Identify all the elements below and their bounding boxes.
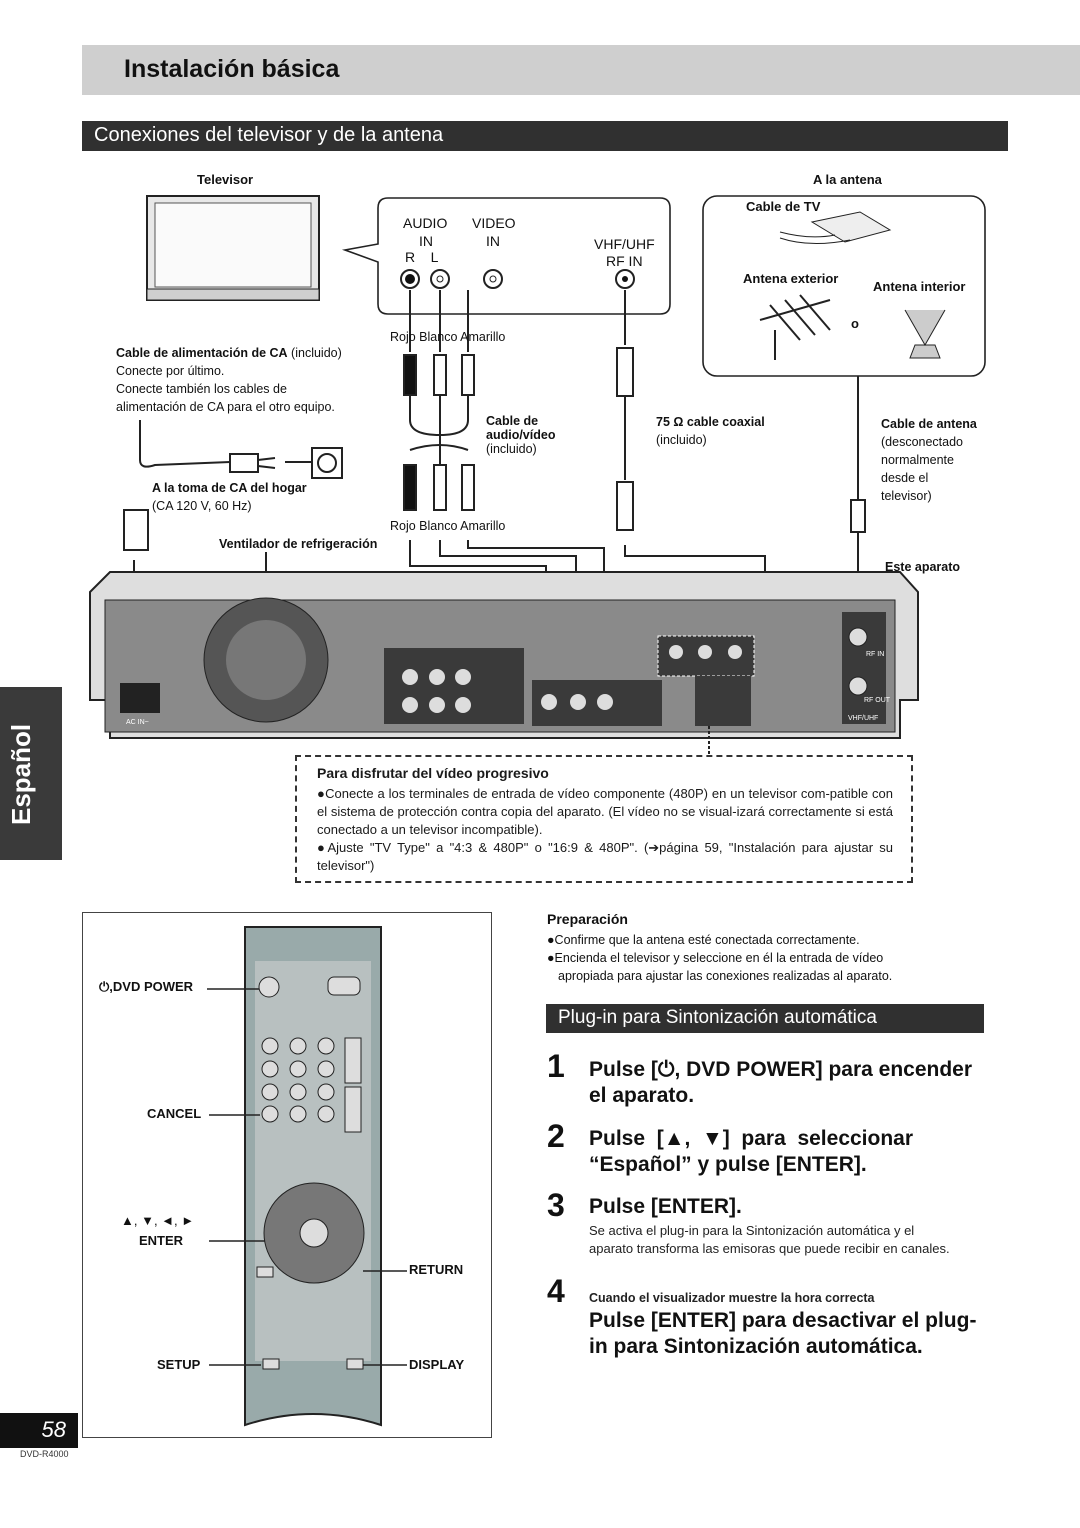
tv-cable-label: Cable de TV — [746, 199, 821, 214]
step-4-sub: Cuando el visualizador muestre la hora c… — [589, 1291, 875, 1305]
rear-rf-in-label: RF IN — [866, 651, 885, 658]
progressive-video-box: Para disfrutar del vídeo progresivo ●Con… — [295, 755, 913, 883]
coax-cable-label: 75 Ω cable coaxial — [656, 415, 765, 429]
antenna-cable-note-2: normalmente — [881, 453, 954, 467]
preparation-bullet-2-cont: apropiada para ajustar las conexiones re… — [558, 969, 893, 983]
model-number: DVD-R4000 — [20, 1449, 69, 1459]
ac-cable-note-3: alimentación de CA para el otro equipo. — [116, 400, 335, 414]
antenna-label: A la antena — [813, 172, 882, 187]
preparation-heading: Preparación — [547, 911, 628, 927]
outdoor-antenna-label: Antena exterior — [743, 271, 839, 286]
preparation-bullet-2: ●Encienda el televisor y seleccione en é… — [547, 951, 884, 965]
step-number-3: 3 — [547, 1187, 565, 1223]
step-3-note-2: aparato transforma las emisoras que pued… — [589, 1241, 950, 1256]
connection-diagram — [89, 195, 986, 757]
page-title-bar: Instalación básica — [82, 45, 1080, 95]
outlet-label: A la toma de CA del hogar — [152, 481, 307, 495]
antenna-cable-note-3: desde el — [881, 471, 929, 485]
plugin-header: Plug-in para Sintonización automática — [546, 1004, 984, 1033]
step-number-1: 1 — [547, 1048, 565, 1084]
outlet-spec: (CA 120 V, 60 Hz) — [152, 499, 252, 513]
ac-cable-included: (incluido) — [287, 346, 342, 360]
television-illustration — [146, 195, 320, 301]
progressive-heading: Para disfrutar del vídeo progresivo — [317, 765, 549, 781]
preparation-bullet-1: ●Confirme que la antena esté conectada c… — [547, 933, 860, 947]
ac-cable-title: Cable de alimentación de CA — [116, 346, 288, 360]
cable-colors-top: Rojo Blanco Amarillo — [390, 330, 506, 344]
remote-illustration — [207, 926, 407, 1427]
audio-in-label-2: IN — [419, 233, 433, 249]
rl-label: R L — [405, 249, 439, 265]
rf-in-label: RF IN — [606, 253, 643, 269]
step-number-4: 4 — [547, 1273, 565, 1309]
cable-colors-bottom: Rojo Blanco Amarillo — [390, 519, 506, 533]
language-tab: Español — [0, 687, 62, 860]
ac-cable-note-1: Conecte por último. — [116, 364, 225, 378]
step-1-line-1: Pulse [⏻, DVD POWER] para encender — [589, 1058, 973, 1081]
step-2-line-2: “Español” y pulse [ENTER]. — [589, 1153, 867, 1176]
step-4-line-2: in para Sintonización automática. — [589, 1335, 923, 1358]
section-title: Conexiones del televisor y de la antena — [94, 124, 444, 146]
return-label: RETURN — [409, 1262, 464, 1277]
ac-cable-label: Cable de alimentación de CA (incluido) — [116, 344, 342, 362]
step-3-line-1: Pulse [ENTER]. — [589, 1195, 742, 1218]
antenna-bubble — [702, 195, 986, 377]
dvd-power-label: ⏻,DVD POWER — [99, 979, 194, 994]
step-3-note-1: Se activa el plug-in para la Sintonizaci… — [589, 1223, 915, 1238]
plugin-title: Plug-in para Sintonización automática — [558, 1007, 877, 1028]
setup-label: SETUP — [157, 1357, 201, 1372]
enter-label: ENTER — [139, 1233, 184, 1248]
or-label: o — [851, 316, 859, 331]
tv-input-bubble — [341, 197, 671, 315]
progressive-bullet-1: ●Conecte a los terminales de entrada de … — [317, 786, 893, 837]
page-title: Instalación básica — [124, 55, 340, 83]
page-number-box: 58 — [0, 1413, 78, 1448]
progressive-bullet-2: ●Ajuste "TV Type" a "4:3 & 480P" o "16:9… — [317, 840, 893, 873]
audio-in-label: AUDIO — [403, 215, 448, 231]
antenna-cable-note-1: (desconectado — [881, 435, 964, 449]
ac-cable-note-2: Conecte también los cables de — [116, 382, 287, 396]
this-unit-label: Este aparato — [885, 560, 961, 574]
vhf-uhf-label: VHF/UHF — [594, 236, 655, 252]
step-number-2: 2 — [547, 1118, 565, 1154]
rear-rf-out-label: RF OUT — [864, 697, 891, 704]
av-cable-label-2: audio/vídeo — [486, 428, 556, 442]
av-cable-label-1: Cable de — [486, 414, 539, 428]
step-2-line-1: Pulse [▲, ▼] para seleccionar — [589, 1127, 914, 1150]
cancel-label: CANCEL — [147, 1106, 202, 1121]
arrow-keys-label: ▲, ▼, ◄, ► — [121, 1213, 195, 1228]
video-in-label-2: IN — [486, 233, 500, 249]
antenna-cable-label: Cable de antena — [881, 417, 977, 431]
video-in-label: VIDEO — [472, 215, 516, 231]
step-1-line-2: el aparato. — [589, 1084, 695, 1107]
rear-vhf-label: VHF/UHF — [848, 715, 879, 722]
tv-label: Televisor — [197, 172, 254, 187]
recorder-rear-panel — [89, 571, 919, 757]
page-number: 58 — [41, 1417, 66, 1442]
coax-cable-included: (incluido) — [656, 433, 707, 447]
step-4-line-1: Pulse [ENTER] para desactivar el plug- — [589, 1309, 977, 1332]
av-cable-label-3: (incluido) — [486, 442, 537, 456]
fan-label: Ventilador de refrigeración — [219, 537, 378, 551]
display-label: DISPLAY — [409, 1357, 465, 1372]
remote-figure: ⏻,DVD POWER CANCEL ▲, ▼, ◄, ► ENTER RETU… — [82, 912, 492, 1438]
ac-in-label: AC IN~ — [126, 719, 149, 726]
indoor-antenna-label: Antena interior — [873, 279, 966, 294]
section-header: Conexiones del televisor y de la antena — [82, 121, 1008, 151]
antenna-cable-note-4: televisor) — [881, 489, 932, 503]
